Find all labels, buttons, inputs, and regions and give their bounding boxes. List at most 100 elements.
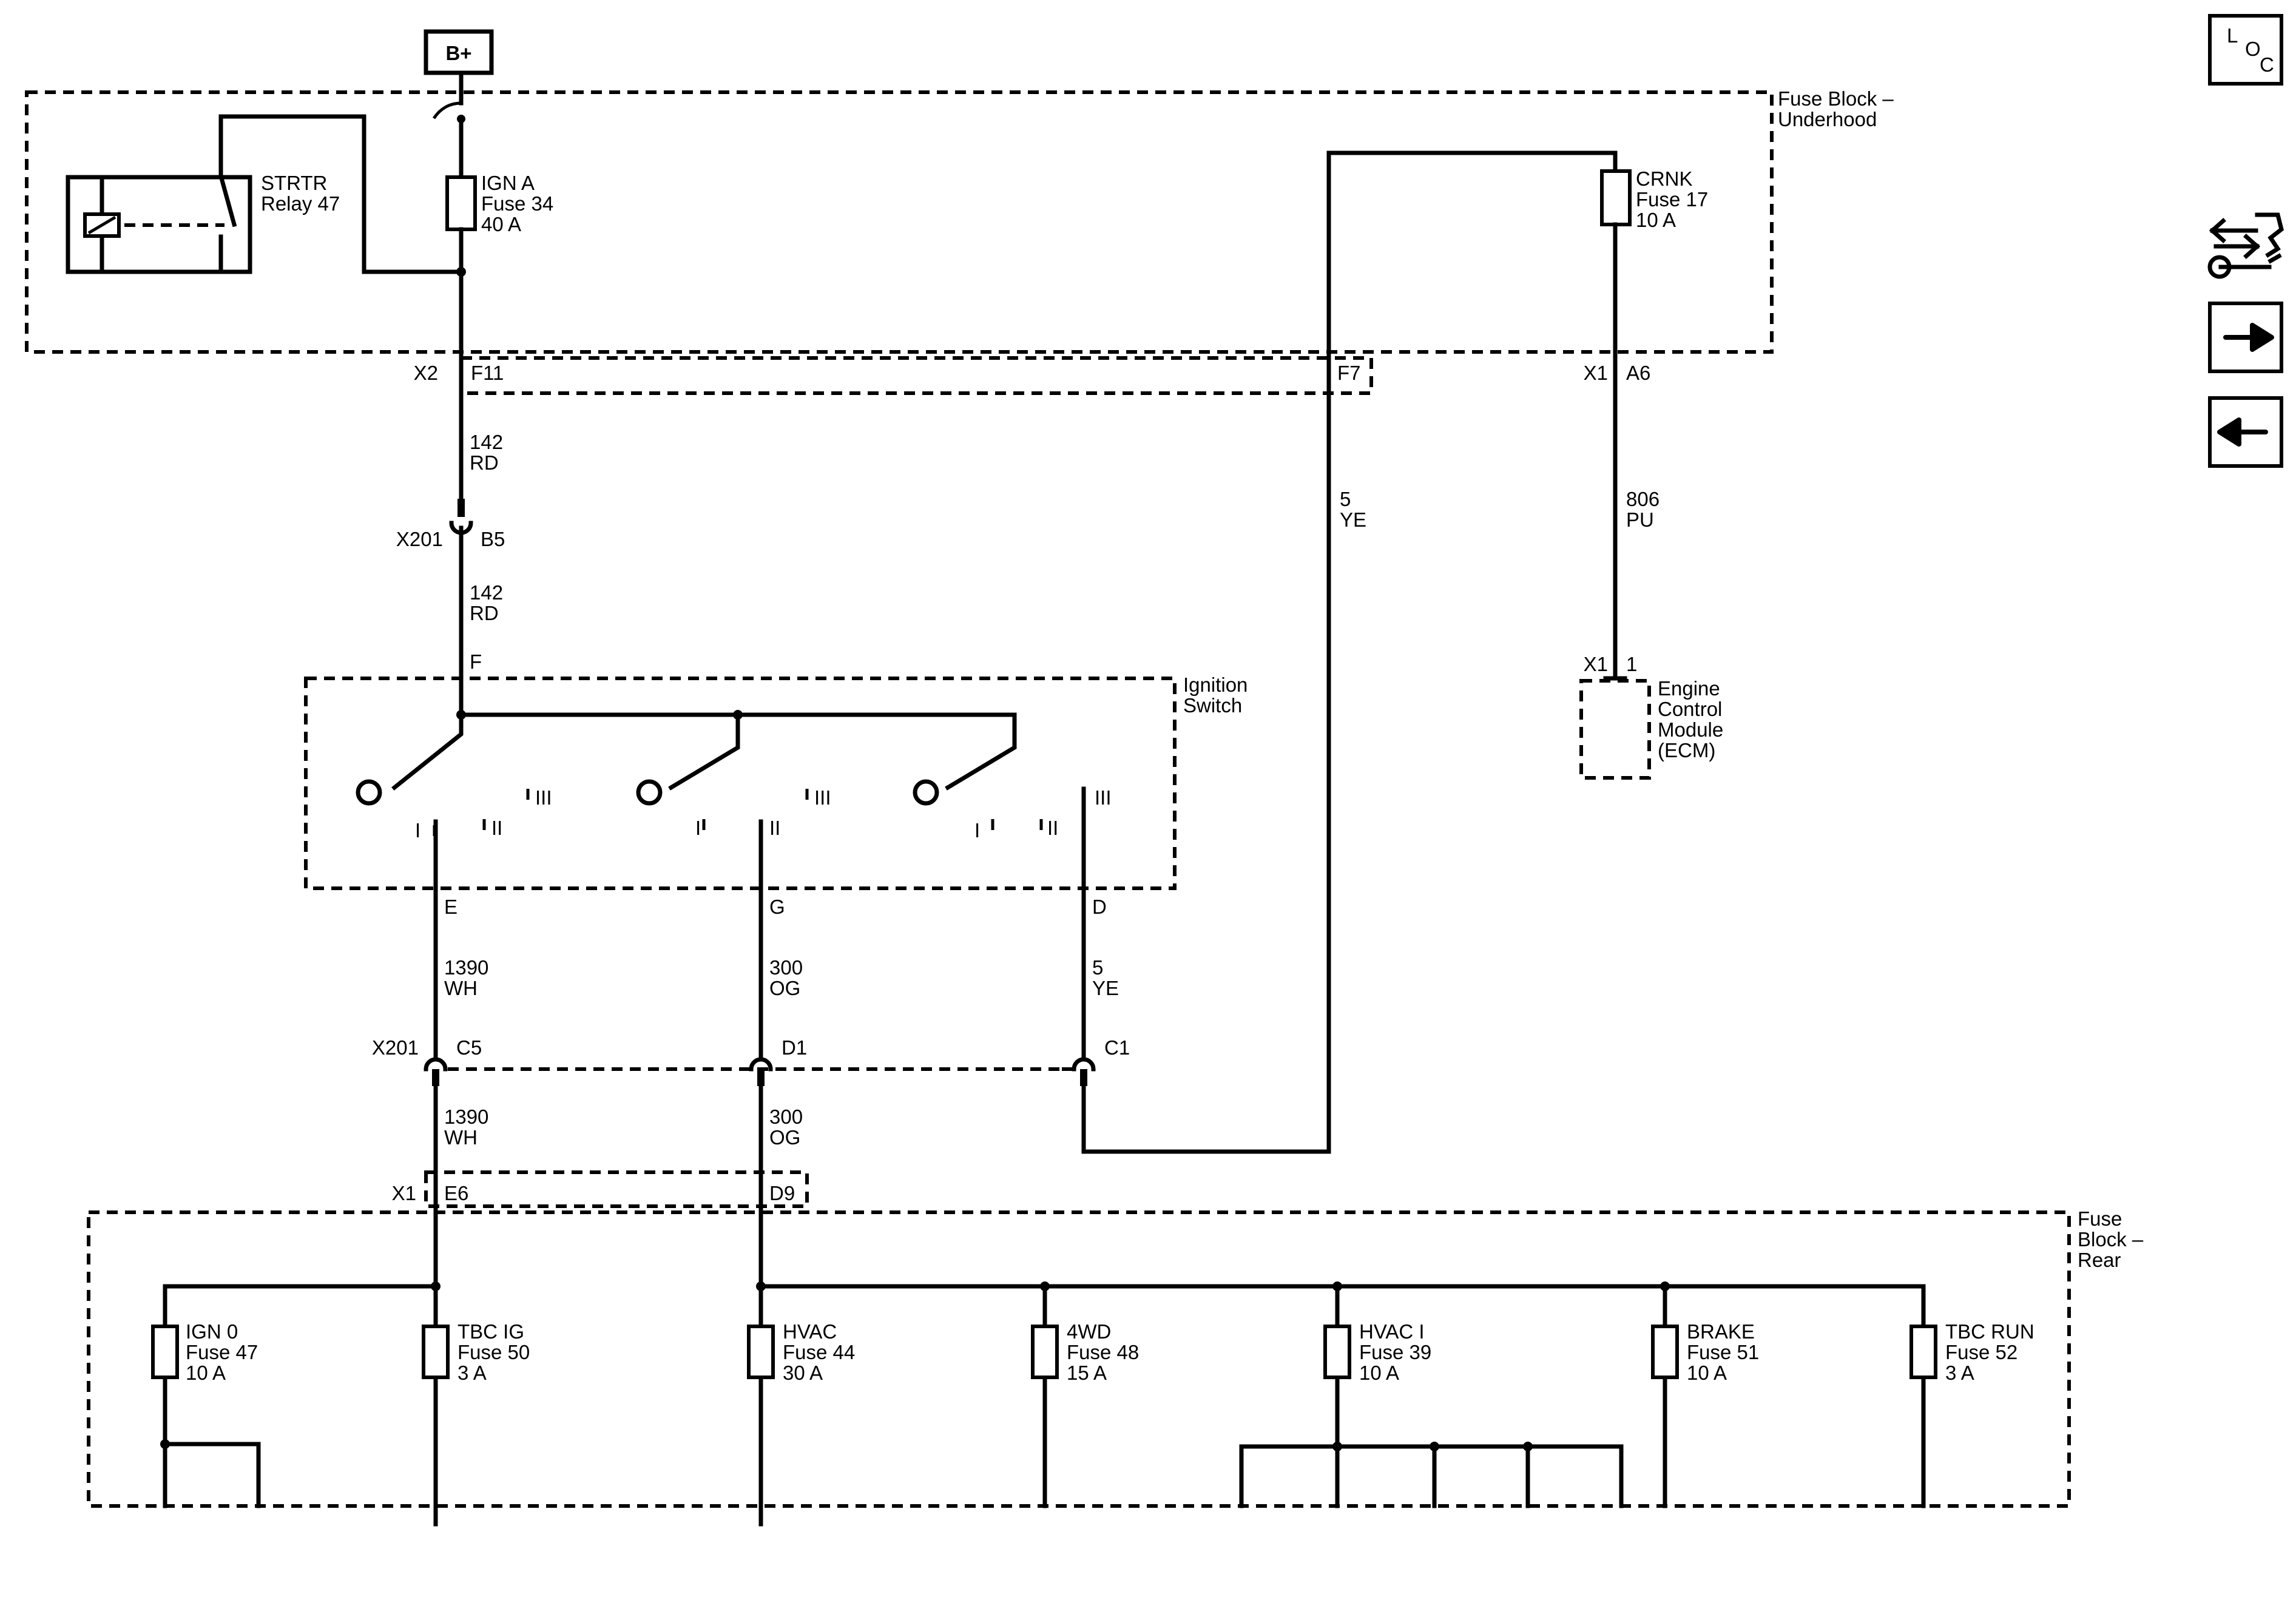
fuse-number: Fuse 50: [458, 1341, 530, 1363]
relay-label-2: Relay 47: [261, 192, 340, 215]
crnk-feed-wire: [1326, 150, 1618, 397]
relay-switch-contact: [218, 114, 237, 228]
ecm-label-3: Module: [1658, 718, 1723, 741]
x1-bottom-label: X1: [392, 1182, 416, 1204]
b-plus-label: B+: [445, 42, 471, 64]
w1390-bottom-num: 1390: [444, 1106, 488, 1128]
fuse-rating: 10 A: [1359, 1362, 1399, 1384]
splice-dot: [431, 1281, 441, 1291]
ign-a-label-1: IGN A: [481, 172, 535, 194]
switch-wiper-1: [391, 712, 464, 791]
splice-dot: [1332, 1442, 1342, 1451]
loc-letter-l: L: [2227, 24, 2238, 47]
c1-label: C1: [1104, 1036, 1130, 1059]
rear-fuse-ign0-labels: IGN 0 Fuse 47 10 A: [186, 1320, 258, 1384]
w1390-top-num: 1390: [444, 956, 488, 979]
w300-bottom-num: 300: [769, 1106, 803, 1128]
w5-top-color: YE: [1340, 508, 1366, 531]
rear-fuse-4wd-labels: 4WD Fuse 48 15 A: [1067, 1320, 1139, 1384]
x201-d1-female-terminal: [749, 1057, 773, 1072]
fuse-block-rear-outline: [87, 1210, 2071, 1508]
fuse-name: HVAC: [783, 1320, 837, 1343]
previous-page-button[interactable]: [2208, 396, 2283, 468]
splice-dot: [1523, 1442, 1533, 1451]
loc-button[interactable]: L O C: [2208, 14, 2283, 86]
pos-ii-label: II: [769, 817, 780, 839]
previous-arrow-icon[interactable]: [2217, 417, 2268, 447]
x201-c-label: X201: [372, 1036, 419, 1059]
ecm-pin1-label: 1: [1626, 653, 1637, 675]
rear-fuse-tbcig-labels: TBC IG Fuse 50 3 A: [458, 1320, 530, 1384]
wire-5-ye-loop: [1081, 392, 1331, 1154]
pos-iii-label: III: [1095, 786, 1112, 809]
switch-wiper-2: [668, 712, 740, 791]
pos-ii-label: II: [1047, 817, 1058, 839]
ecm-label-1: Engine: [1658, 677, 1720, 700]
rear-fuse-tbcrun-labels: TBC RUN Fuse 52 3 A: [1945, 1320, 2034, 1384]
fuse-name: TBC IG: [458, 1320, 524, 1343]
ecm-label-2: Control: [1658, 698, 1722, 720]
crnk-label-1: CRNK: [1636, 167, 1693, 190]
switch-pivot-3: [913, 779, 939, 806]
fuse-block-rear-label-2: Block –: [2078, 1228, 2144, 1251]
a6-label: A6: [1626, 362, 1650, 384]
feed-branch-hook: [432, 101, 462, 120]
fuse-block-underhood-label-1: Fuse Block –: [1778, 87, 1894, 110]
pos-i-label: I: [974, 819, 980, 842]
component-locator-button[interactable]: [2207, 212, 2284, 279]
fuse-symbol-ign0: [151, 1325, 179, 1379]
w142-bottom-num: 142: [470, 581, 503, 604]
component-locator-icon[interactable]: [2207, 212, 2284, 279]
starter-relay: STRTR Relay 47: [66, 114, 464, 274]
f7-label: F7: [1337, 362, 1361, 384]
ignition-switch-label-1: Ignition: [1183, 673, 1248, 696]
f11-label: F11: [471, 362, 504, 384]
loc-icon[interactable]: [2208, 14, 2283, 86]
f-label: F: [470, 650, 482, 673]
fuse-block-rear-label-3: Rear: [2078, 1249, 2121, 1271]
relay-coil-slash: [87, 215, 116, 235]
pos-iii-label: III: [535, 786, 552, 809]
fuse-symbol-4wd: [1031, 1325, 1059, 1379]
w5-mid-color: YE: [1092, 977, 1119, 999]
fuse-name: TBC RUN: [1945, 1320, 2034, 1343]
fuse-rating: 30 A: [783, 1362, 823, 1384]
fuse-symbol-hvac: [747, 1325, 775, 1379]
w806-color: PU: [1626, 508, 1654, 531]
splice-dot: [1430, 1442, 1439, 1451]
x2-connector-outline: [459, 356, 1373, 395]
w142-top-color: RD: [470, 451, 499, 474]
battery-supply: B+: [424, 29, 494, 75]
ignition-switch-label-2: Switch: [1183, 694, 1242, 717]
splice-dot: [160, 1439, 170, 1449]
next-arrow-icon[interactable]: [2223, 323, 2274, 352]
next-page-button[interactable]: [2208, 302, 2283, 373]
w5-mid-num: 5: [1092, 956, 1103, 979]
hvaci-tail-bus: [1239, 1444, 1624, 1508]
d9-label: D9: [769, 1182, 795, 1204]
fuse-symbol-brake: [1651, 1325, 1679, 1379]
w142-top-num: 142: [470, 431, 503, 453]
fuse-symbol-tbcig: [422, 1325, 450, 1379]
x201-c1-female-terminal: [1072, 1057, 1096, 1072]
rear-fuse-hvaci-labels: HVAC I Fuse 39 10 A: [1359, 1320, 1431, 1384]
ign-a-fuse-symbol: [445, 175, 477, 231]
fuse-name: IGN 0: [186, 1320, 238, 1343]
pos-i-label: I: [695, 817, 701, 839]
x1-top-label: X1: [1584, 362, 1608, 384]
starter-relay-box: [66, 175, 252, 274]
w300-top-color: OG: [769, 977, 800, 999]
x2-label: X2: [414, 362, 438, 384]
fuse-number: Fuse 47: [186, 1341, 258, 1363]
pos-iii-label: III: [814, 786, 831, 809]
b-plus-box: [424, 29, 494, 75]
w5-top-num: 5: [1340, 488, 1351, 510]
g-label: G: [769, 896, 785, 918]
x201-c5-female-terminal: [424, 1057, 448, 1072]
fuse-name: BRAKE: [1687, 1320, 1755, 1343]
fuse-number: Fuse 48: [1067, 1341, 1139, 1363]
pos-i-label: I: [415, 819, 420, 842]
w806-num: 806: [1626, 488, 1660, 510]
crnk-fuse-symbol: [1600, 169, 1632, 226]
w300-top-num: 300: [769, 956, 803, 979]
